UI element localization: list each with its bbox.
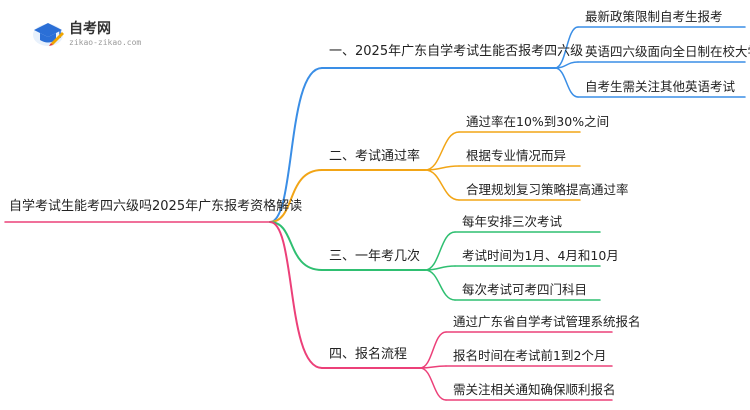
- branch-topic-4: 四、报名流程: [329, 347, 408, 362]
- branch-connector-3: [269, 221, 323, 271]
- branch-connector-2: [269, 169, 323, 223]
- leaf-connector-1-1: [554, 26, 579, 69]
- leaf-topic-1-2: 英语四六级面向全日制在校大学生: [585, 44, 750, 59]
- leaf-topic-1-3: 自考生需关注其他英语考试: [585, 79, 736, 94]
- leaf-topic-1-1: 最新政策限制自考生报考: [585, 9, 723, 24]
- leaf-topic-4-3: 需关注相关通知确保顺利报名: [453, 382, 616, 397]
- leaf-topic-2-3: 合理规划复习策略提高通过率: [466, 182, 629, 197]
- branch-topic-1: 一、2025年广东自学考试生能否报考四六级: [329, 44, 584, 59]
- branch-topic-3: 三、一年考几次: [329, 249, 421, 264]
- leaf-connector-3-3: [424, 269, 456, 301]
- leaf-topic-4-1: 通过广东省自学考试管理系统报名: [453, 314, 641, 329]
- leaf-topic-3-3: 每次考试可考四门科目: [462, 282, 588, 297]
- logo-title: 自考网: [69, 21, 111, 37]
- logo-url: zikao-zikao.com: [69, 38, 142, 47]
- graduation-cap-icon: [33, 23, 64, 46]
- leaf-connector-1-2: [554, 61, 579, 69]
- branch-connector-1: [269, 67, 323, 223]
- branch-topic-2: 二、考试通过率: [329, 149, 421, 164]
- branch-connector-4: [269, 221, 323, 369]
- leaf-connector-4-1: [419, 331, 447, 369]
- leaf-topic-3-1: 每年安排三次考试: [462, 214, 563, 229]
- root-topic: 自学考试生能考四六级吗2025年广东报考资格解读: [9, 199, 303, 214]
- leaf-connector-3-1: [424, 231, 456, 271]
- leaf-topic-2-2: 根据专业情况而异: [466, 148, 567, 163]
- leaf-topic-3-2: 考试时间为1月、4月和10月: [462, 248, 619, 263]
- leaf-topic-4-2: 报名时间在考试前1到2个月: [453, 348, 607, 363]
- leaf-connector-2-1: [424, 131, 460, 171]
- leaf-connector-4-3: [419, 367, 447, 401]
- leaf-topic-2-1: 通过率在10%到30%之间: [466, 114, 610, 129]
- leaf-connector-2-3: [424, 169, 460, 201]
- leaf-connector-1-3: [554, 67, 579, 98]
- site-logo[interactable]: 自考网 zikao-zikao.com: [31, 15, 151, 55]
